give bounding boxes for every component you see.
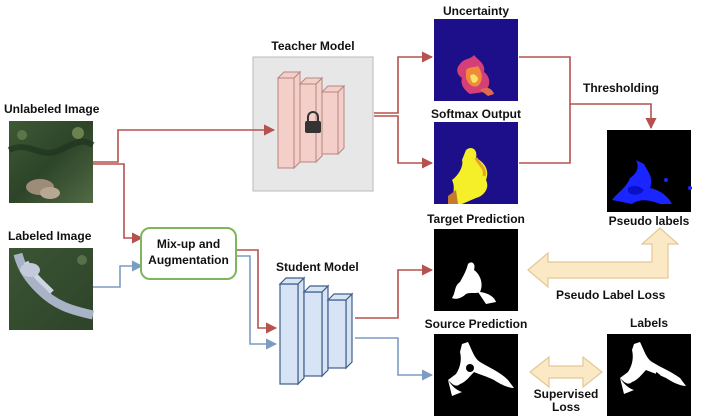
softmax-output-label: Softmax Output: [431, 107, 521, 121]
mixup-label-line2: Augmentation: [148, 253, 229, 267]
source-prediction-label: Source Prediction: [424, 317, 528, 331]
source-prediction-map: [434, 334, 518, 416]
labeled-image-label: Labeled Image: [8, 229, 92, 243]
student-network-icon: [278, 276, 354, 386]
pseudo-label-loss-label: Pseudo Label Loss: [556, 288, 666, 302]
uncertainty-label: Uncertainty: [442, 4, 510, 18]
mixup-augmentation-label: Mix-up and Augmentation: [141, 236, 236, 268]
labels-label: Labels: [629, 316, 668, 330]
mixup-label-line1: Mix-up and: [156, 237, 221, 251]
supervised-label-line2: Loss: [551, 400, 580, 414]
pseudo-label-loss-arrow: [527, 227, 680, 289]
student-model-label: Student Model: [276, 260, 359, 274]
target-prediction-label: Target Prediction: [427, 212, 525, 226]
target-prediction-map: [434, 229, 518, 311]
uncertainty-map: [434, 19, 518, 101]
thresholding-label: Thresholding: [583, 81, 659, 95]
unlabeled-image-label: Unlabeled Image: [4, 102, 100, 116]
supervised-loss-label: Supervised Loss: [522, 388, 610, 414]
teacher-network-icon: [276, 70, 346, 170]
softmax-output-map: [434, 122, 518, 204]
labeled-flow-arrows: [93, 255, 434, 381]
mixup-augmentation-box: [140, 227, 237, 280]
pseudo-labels-label: Pseudo labels: [608, 214, 690, 228]
labels-map: [607, 334, 691, 416]
lock-icon: [305, 111, 321, 133]
supervised-loss-arrow: [529, 355, 603, 389]
unlabeled-flow-arrows: [93, 51, 657, 334]
pseudo-labels-map: [607, 130, 692, 212]
labeled-image: [9, 248, 94, 330]
unlabeled-image: [7, 121, 95, 203]
supervised-label-line1: Supervised: [533, 387, 599, 401]
teacher-model-label: Teacher Model: [271, 39, 355, 53]
